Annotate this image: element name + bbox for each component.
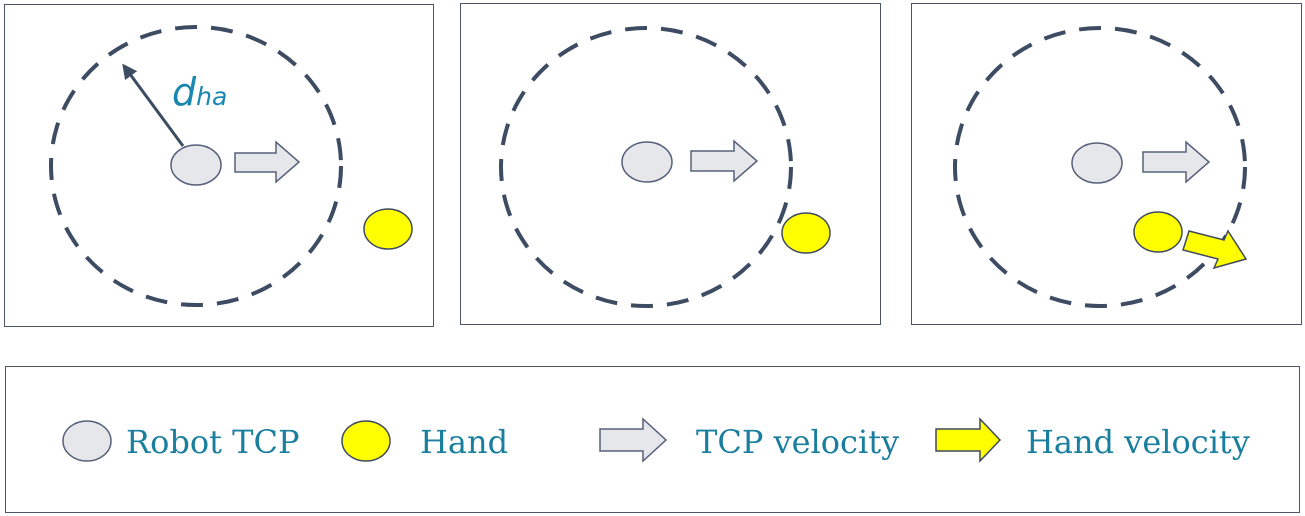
hand-marker xyxy=(363,208,413,250)
hand-velocity-arrow xyxy=(1182,229,1248,270)
legend-tcp-symbol xyxy=(62,420,112,462)
distance-label-main: d xyxy=(172,70,197,114)
safety-zone-circle xyxy=(953,26,1247,308)
legend-hand-symbol xyxy=(341,420,391,462)
tcp-velocity-arrow xyxy=(1142,140,1211,184)
distance-label-subscript: ha xyxy=(196,82,228,111)
legend-label-hand-velocity: Hand velocity xyxy=(1026,423,1250,461)
robot-tcp-marker xyxy=(621,141,673,183)
legend-label-hand: Hand xyxy=(420,423,509,461)
tcp-velocity-arrow xyxy=(690,139,759,183)
legend-label-robot-tcp: Robot TCP xyxy=(126,423,300,461)
safety-zone-circle xyxy=(499,26,793,308)
radius-arrow xyxy=(122,63,185,147)
legend-label-tcp-velocity: TCP velocity xyxy=(696,423,900,461)
robot-tcp-marker xyxy=(170,144,222,186)
legend-hand-velocity-arrow xyxy=(935,417,1002,463)
tcp-velocity-arrow xyxy=(234,140,301,184)
distance-label: dha xyxy=(172,70,227,114)
safety-zone-circle xyxy=(49,25,343,307)
hand-marker xyxy=(781,212,831,254)
legend-tcp-velocity-arrow xyxy=(599,417,668,463)
hand-marker xyxy=(1133,211,1183,253)
robot-tcp-marker xyxy=(1071,142,1123,184)
